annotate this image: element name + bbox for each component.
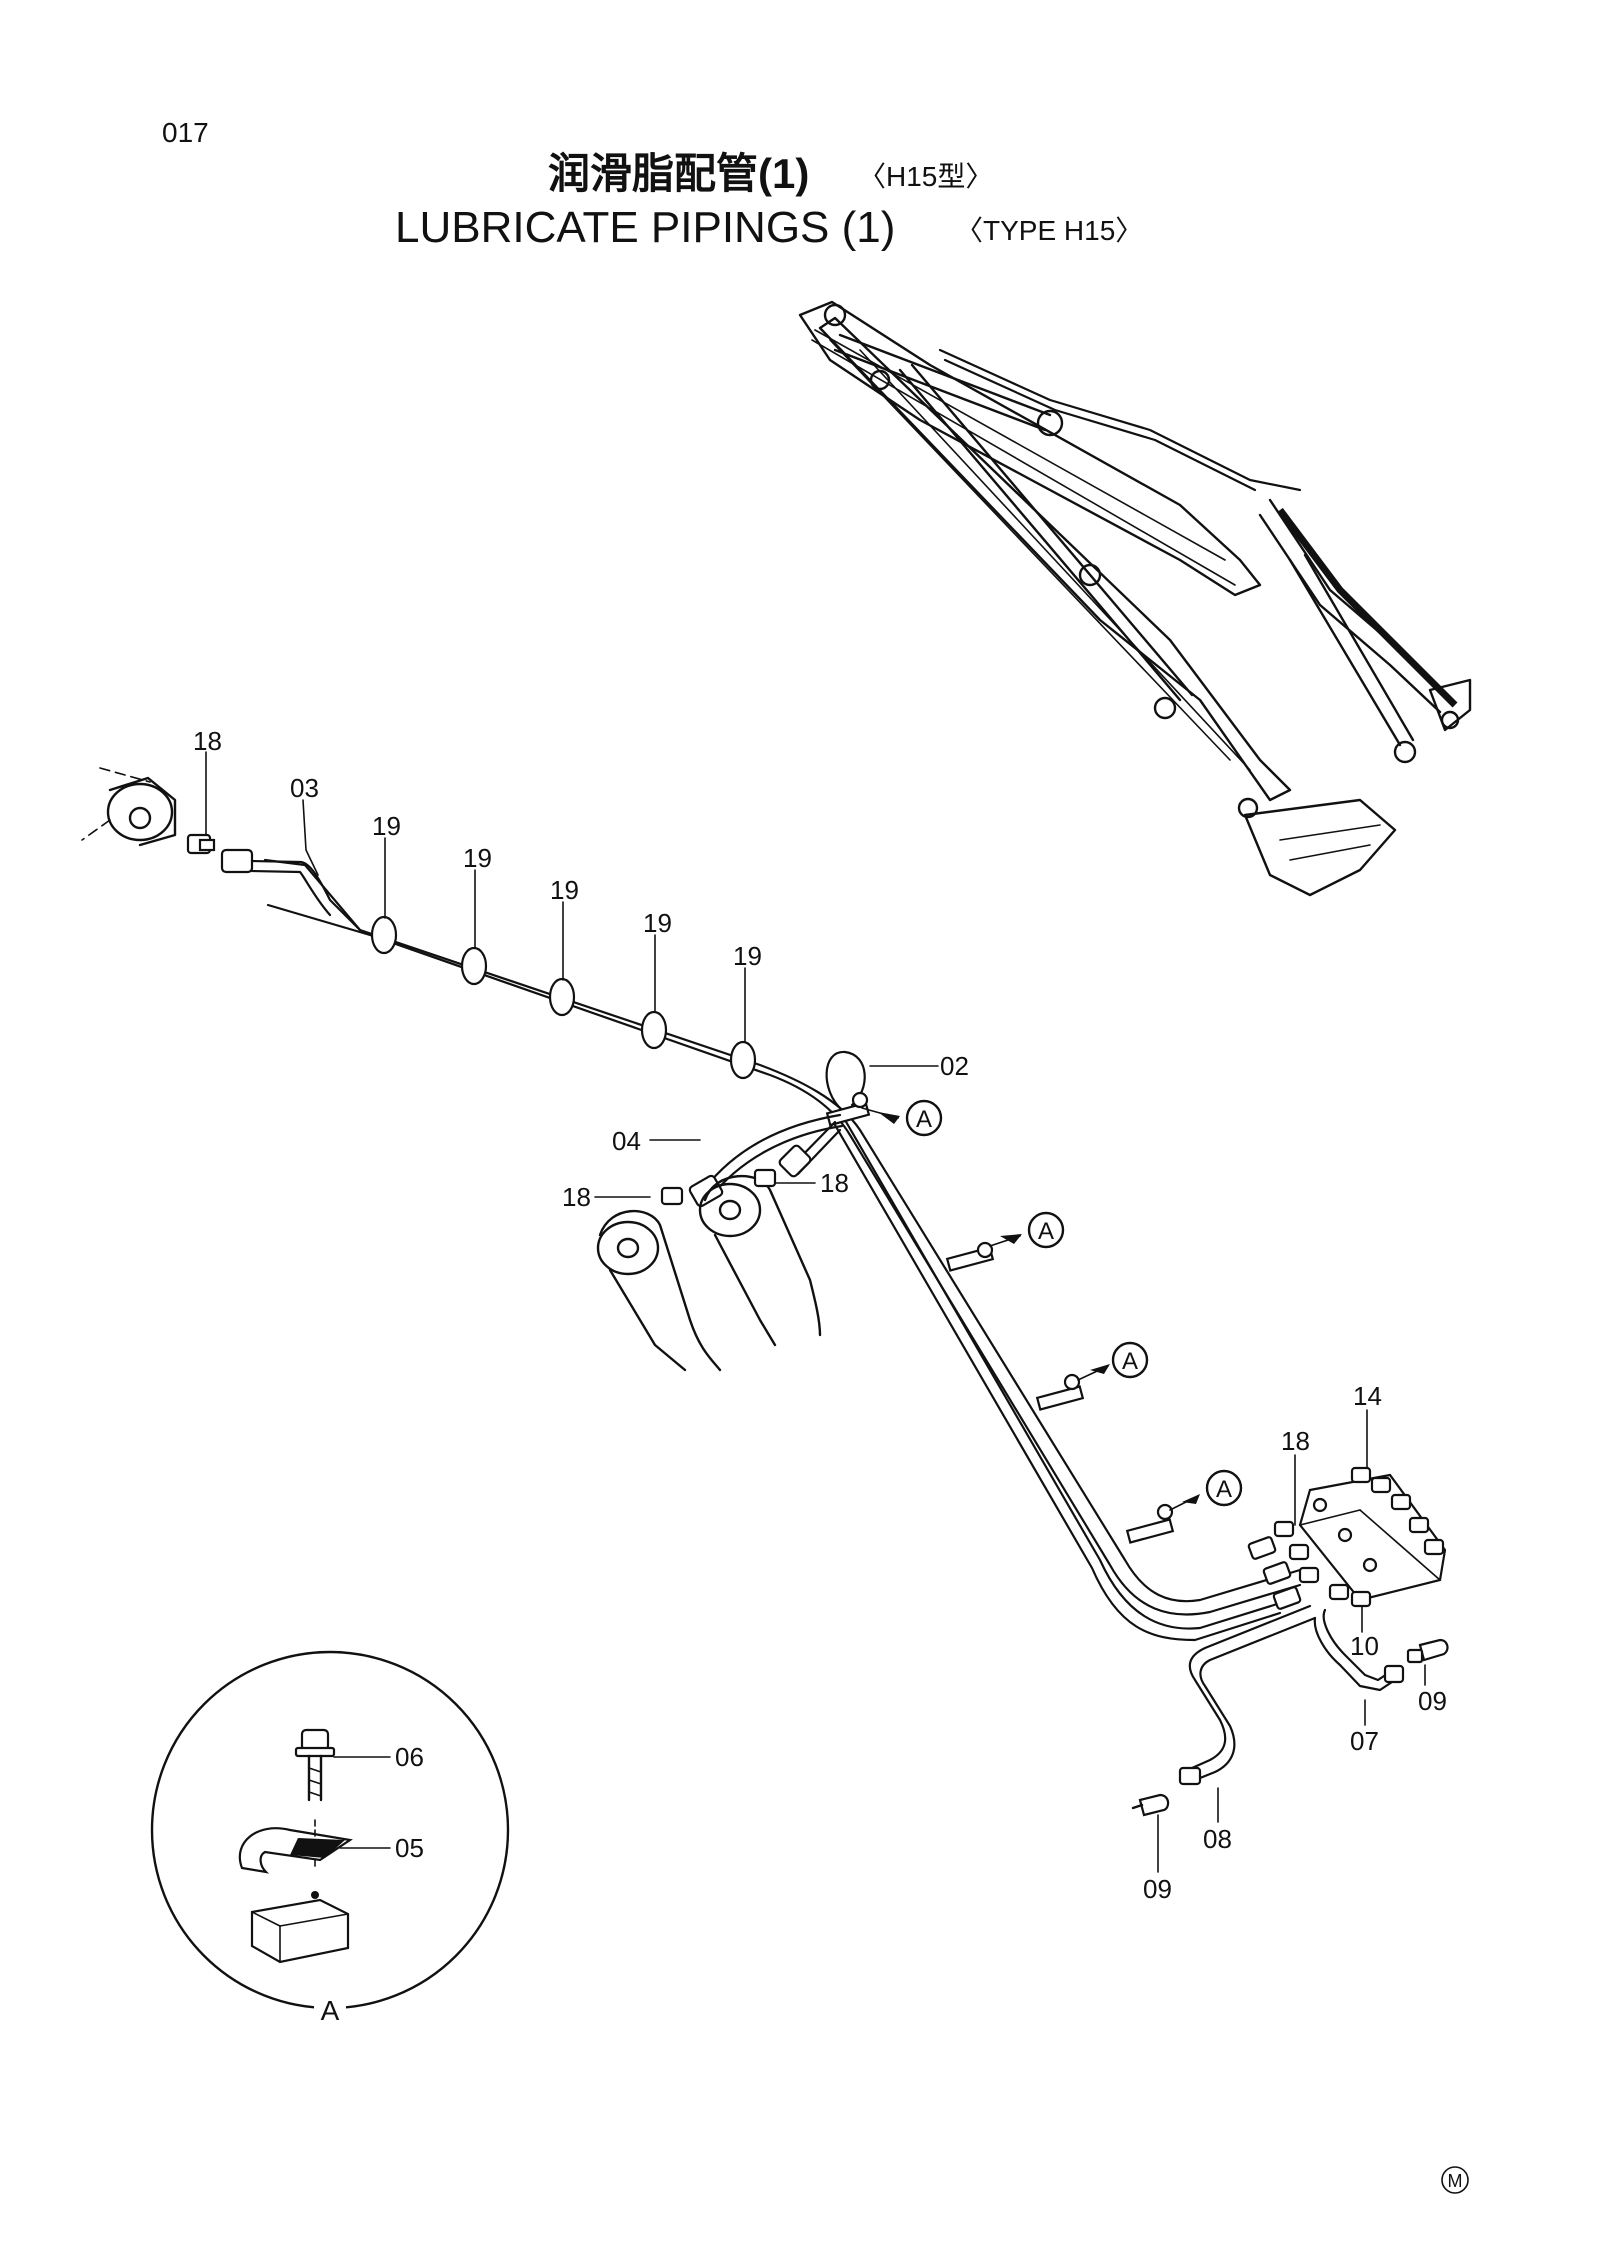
label-05: 05	[395, 1833, 424, 1863]
boom-foot-bracket	[81, 767, 177, 847]
grease-fitting-18-top	[186, 833, 216, 855]
callout-a-2	[989, 1211, 1065, 1249]
detail-a-callouts	[861, 1099, 1243, 1511]
detail-a-label: A	[321, 1995, 340, 2026]
detail-a-view	[150, 1650, 510, 2010]
hose-04	[688, 1113, 844, 1208]
callout-a-2-letter: A	[1038, 1218, 1054, 1245]
title-english-type: 〈TYPE H15〉	[955, 215, 1143, 246]
title-english: LUBRICATE PIPINGS (1)	[395, 203, 895, 252]
clamp-19-b	[460, 946, 488, 986]
label-19-d: 19	[643, 908, 672, 938]
callout-a-4	[1169, 1469, 1243, 1511]
boom-cylinder-heads	[596, 1168, 822, 1372]
boom-arm-overview	[798, 300, 1472, 897]
label-14: 14	[1353, 1381, 1382, 1411]
callout-a-1	[861, 1099, 943, 1137]
label-09-bottom: 09	[1143, 1874, 1172, 1904]
title-japanese: 润滑脂配管(1)	[548, 150, 809, 197]
label-19-e: 19	[733, 941, 762, 971]
label-03: 03	[290, 773, 319, 803]
label-18-mid: 18	[820, 1168, 849, 1198]
pipe-07	[1313, 1608, 1405, 1692]
clamp-19-a	[370, 915, 398, 955]
elbow-fitting-09-right	[1406, 1638, 1449, 1664]
clamp-19-d	[640, 1010, 668, 1050]
label-18-right: 18	[1281, 1426, 1310, 1456]
title-japanese-type: 〈H15型〉	[858, 161, 993, 192]
label-06: 06	[395, 1742, 424, 1772]
label-08: 08	[1203, 1824, 1232, 1854]
label-10: 10	[1350, 1631, 1379, 1661]
corner-mark: M	[1441, 2166, 1469, 2194]
distributor-block	[1247, 1466, 1447, 1610]
callout-a-letters: A A A A	[916, 1106, 1232, 1503]
main-hose-bundle	[263, 858, 1302, 1642]
callout-a-1-letter: A	[916, 1106, 932, 1133]
bundle-clamp-markers	[825, 1091, 1175, 1544]
clamp-19-e	[729, 1040, 757, 1080]
label-19-a: 19	[372, 811, 401, 841]
clamp-19-c	[548, 977, 576, 1017]
elbow-fitting-09-bottom	[1131, 1793, 1170, 1817]
label-19-b: 19	[463, 843, 492, 873]
label-09-right: 09	[1418, 1686, 1447, 1716]
hose-clamps	[370, 915, 757, 1080]
hose-03-end	[220, 848, 362, 932]
hose-loop-02	[825, 1050, 866, 1112]
callout-a-3-letter: A	[1122, 1348, 1138, 1375]
page-number: 017	[162, 117, 209, 148]
label-02: 02	[940, 1051, 969, 1081]
label-07: 07	[1350, 1726, 1379, 1756]
corner-mark-letter: M	[1448, 2171, 1463, 2191]
part-number-labels: 18 03 19 19 19 19 19 02 04 18 18 14 18 1…	[193, 726, 1447, 1904]
label-04: 04	[612, 1126, 641, 1156]
label-19-c: 19	[550, 875, 579, 905]
leader-lines	[205, 751, 1426, 1873]
callout-a-3	[1077, 1341, 1149, 1381]
label-18-top: 18	[193, 726, 222, 756]
pipe-08	[1178, 1604, 1317, 1786]
callout-a-4-letter: A	[1216, 1476, 1232, 1503]
label-18-left: 18	[562, 1182, 591, 1212]
